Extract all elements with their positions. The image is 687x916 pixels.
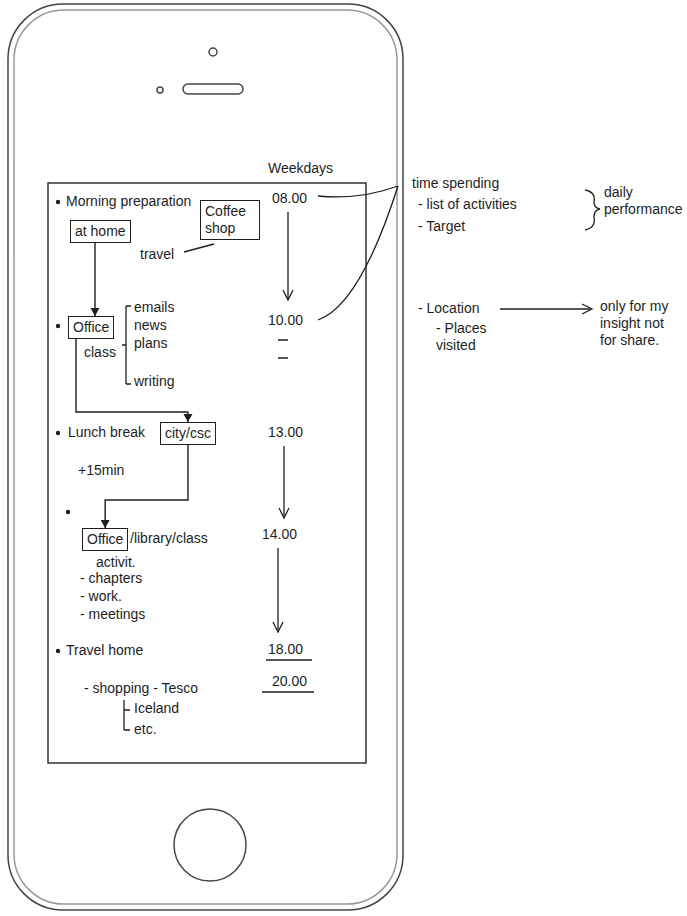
handwritten-note: - Places visited — [436, 320, 511, 354]
handwritten-note: 13.00 — [268, 424, 303, 441]
handwritten-note: - work. — [80, 588, 122, 605]
handwritten-note: 18.00 — [268, 641, 303, 658]
handwritten-note: 10.00 — [268, 312, 303, 329]
handwritten-note: daily performance — [604, 184, 666, 218]
handwritten-note: - Location — [418, 300, 479, 317]
handwritten-note: time spending — [412, 175, 499, 192]
handwritten-note: etc. — [134, 721, 157, 738]
location-box: at home — [70, 220, 131, 243]
flow-arrow — [101, 445, 188, 528]
handwritten-note: - meetings — [80, 606, 145, 623]
box-text: city/csc — [165, 425, 211, 442]
box-text: Office — [73, 319, 109, 336]
flow-arrow — [91, 243, 100, 316]
handwritten-note: /library/class — [130, 530, 208, 547]
handwritten-note: only for my insight not for share. — [600, 298, 672, 348]
handwritten-note: +15min — [78, 462, 124, 479]
handwritten-note: class — [84, 344, 116, 361]
handwritten-note: Morning preparation — [66, 193, 191, 210]
flow-arrow — [76, 339, 192, 422]
handwritten-note: Lunch break — [68, 424, 145, 441]
handwritten-note: plans — [134, 335, 167, 352]
edge-label: travel — [140, 246, 174, 263]
handwritten-note: - shopping - Tesco — [84, 680, 198, 697]
handwritten-note: - chapters — [80, 570, 142, 587]
handwritten-note: news — [134, 317, 167, 334]
location-box: Office — [68, 316, 114, 339]
handwritten-note: emails — [134, 299, 174, 316]
handwritten-note: Weekdays — [268, 160, 333, 177]
handwritten-note: Iceland — [134, 700, 179, 717]
handwritten-note: 20.00 — [272, 673, 307, 690]
handwritten-note: - Target — [418, 218, 465, 235]
location-box: Office — [82, 528, 128, 551]
handwritten-note: 08.00 — [272, 190, 307, 207]
box-text: Coffee shop — [205, 203, 255, 237]
location-box: Coffee shop — [200, 200, 260, 240]
location-box: city/csc — [160, 422, 216, 445]
box-text: at home — [75, 223, 126, 240]
handwritten-note: writing — [134, 373, 174, 390]
handwritten-note: 14.00 — [262, 526, 297, 543]
handwritten-note: - list of activities — [418, 196, 517, 213]
handwritten-note: activit. — [96, 554, 136, 571]
box-text: Office — [87, 531, 123, 548]
handwritten-note: Travel home — [66, 642, 143, 659]
